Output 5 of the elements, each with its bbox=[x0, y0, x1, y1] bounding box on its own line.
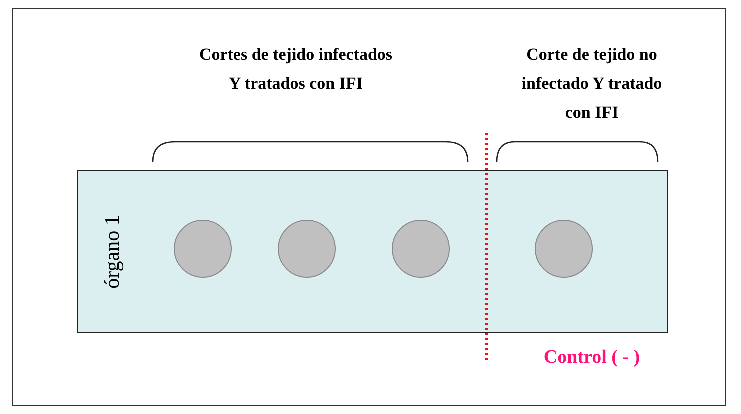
group-heading: Cortes de tejido infectados Y tratados con IFI bbox=[198, 44, 394, 95]
slide-rectangle bbox=[77, 170, 668, 333]
group-heading: Corte de tejido no infectado Y tratado con IFI bbox=[520, 44, 664, 124]
control-label: Control ( - ) bbox=[542, 346, 642, 370]
organ-label: órgano 1 bbox=[100, 214, 124, 288]
